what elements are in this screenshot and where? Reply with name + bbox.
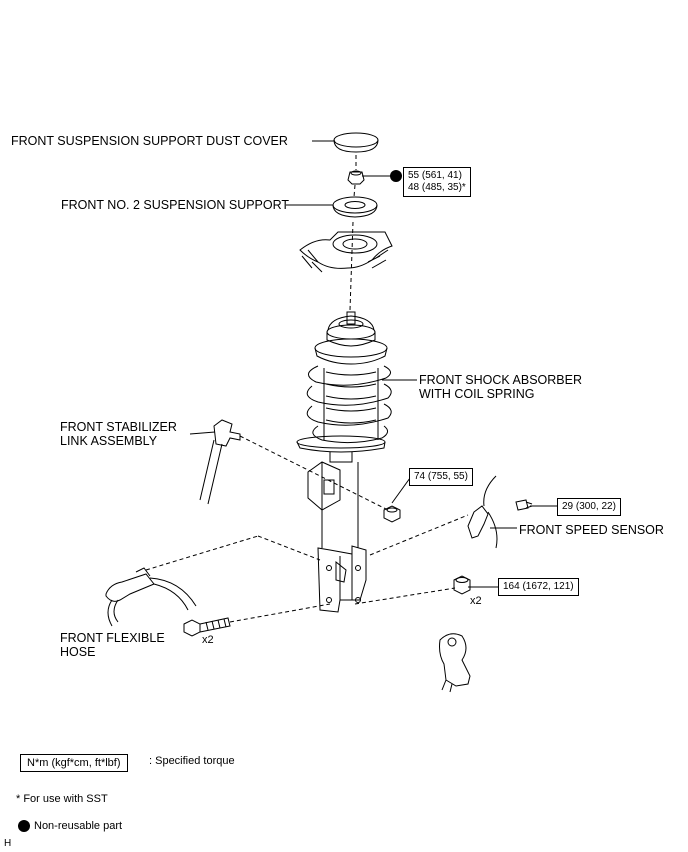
label-flexible-hose-line1: FRONT FLEXIBLE	[60, 631, 165, 645]
torque-knuckle-nut: 164 (1672, 121)	[498, 578, 579, 596]
multiplier-knuckle-nut: x2	[470, 595, 482, 607]
corner-mark: H	[4, 838, 12, 849]
legend-torque-box: N*m (kgf*cm, ft*lbf)	[20, 754, 128, 772]
label-flexible-hose: FRONT FLEXIBLE HOSE	[60, 631, 165, 659]
label-stabilizer-line1: FRONT STABILIZER	[60, 420, 177, 434]
multiplier-knuckle-bolt: x2	[202, 634, 214, 646]
legend-nonreusable-icon	[18, 820, 30, 832]
torque-stabilizer-nut: 74 (755, 55)	[409, 468, 473, 486]
leader-stabilizer	[189, 431, 216, 435]
label-shock-absorber: FRONT SHOCK ABSORBER WITH COIL SPRING	[419, 373, 582, 401]
torque-top-nut-line2: 48 (485, 35)*	[408, 182, 466, 193]
legend-torque-text: : Specified torque	[149, 755, 235, 767]
label-shock-absorber-line1: FRONT SHOCK ABSORBER	[419, 373, 582, 387]
leader-stab-nut-torque	[391, 477, 411, 504]
label-stabilizer-line2: LINK ASSEMBLY	[60, 434, 158, 448]
label-stabilizer-link: FRONT STABILIZER LINK ASSEMBLY	[60, 420, 177, 448]
torque-top-nut: 55 (561, 41) 48 (485, 35)*	[403, 167, 471, 197]
legend-sst-note: * For use with SST	[16, 793, 108, 805]
label-suspension-support: FRONT NO. 2 SUSPENSION SUPPORT	[61, 198, 290, 212]
nonreusable-marker-icon	[390, 170, 402, 182]
torque-top-nut-line1: 55 (561, 41)	[408, 170, 462, 181]
torque-speed-sensor-bolt: 29 (300, 22)	[557, 498, 621, 516]
legend-nonreusable-text: Non-reusable part	[34, 820, 123, 832]
label-shock-absorber-line2: WITH COIL SPRING	[419, 387, 535, 401]
label-flexible-hose-line2: HOSE	[60, 645, 96, 659]
label-dust-cover: FRONT SUSPENSION SUPPORT DUST COVER	[11, 134, 288, 148]
label-speed-sensor: FRONT SPEED SENSOR	[519, 523, 664, 537]
